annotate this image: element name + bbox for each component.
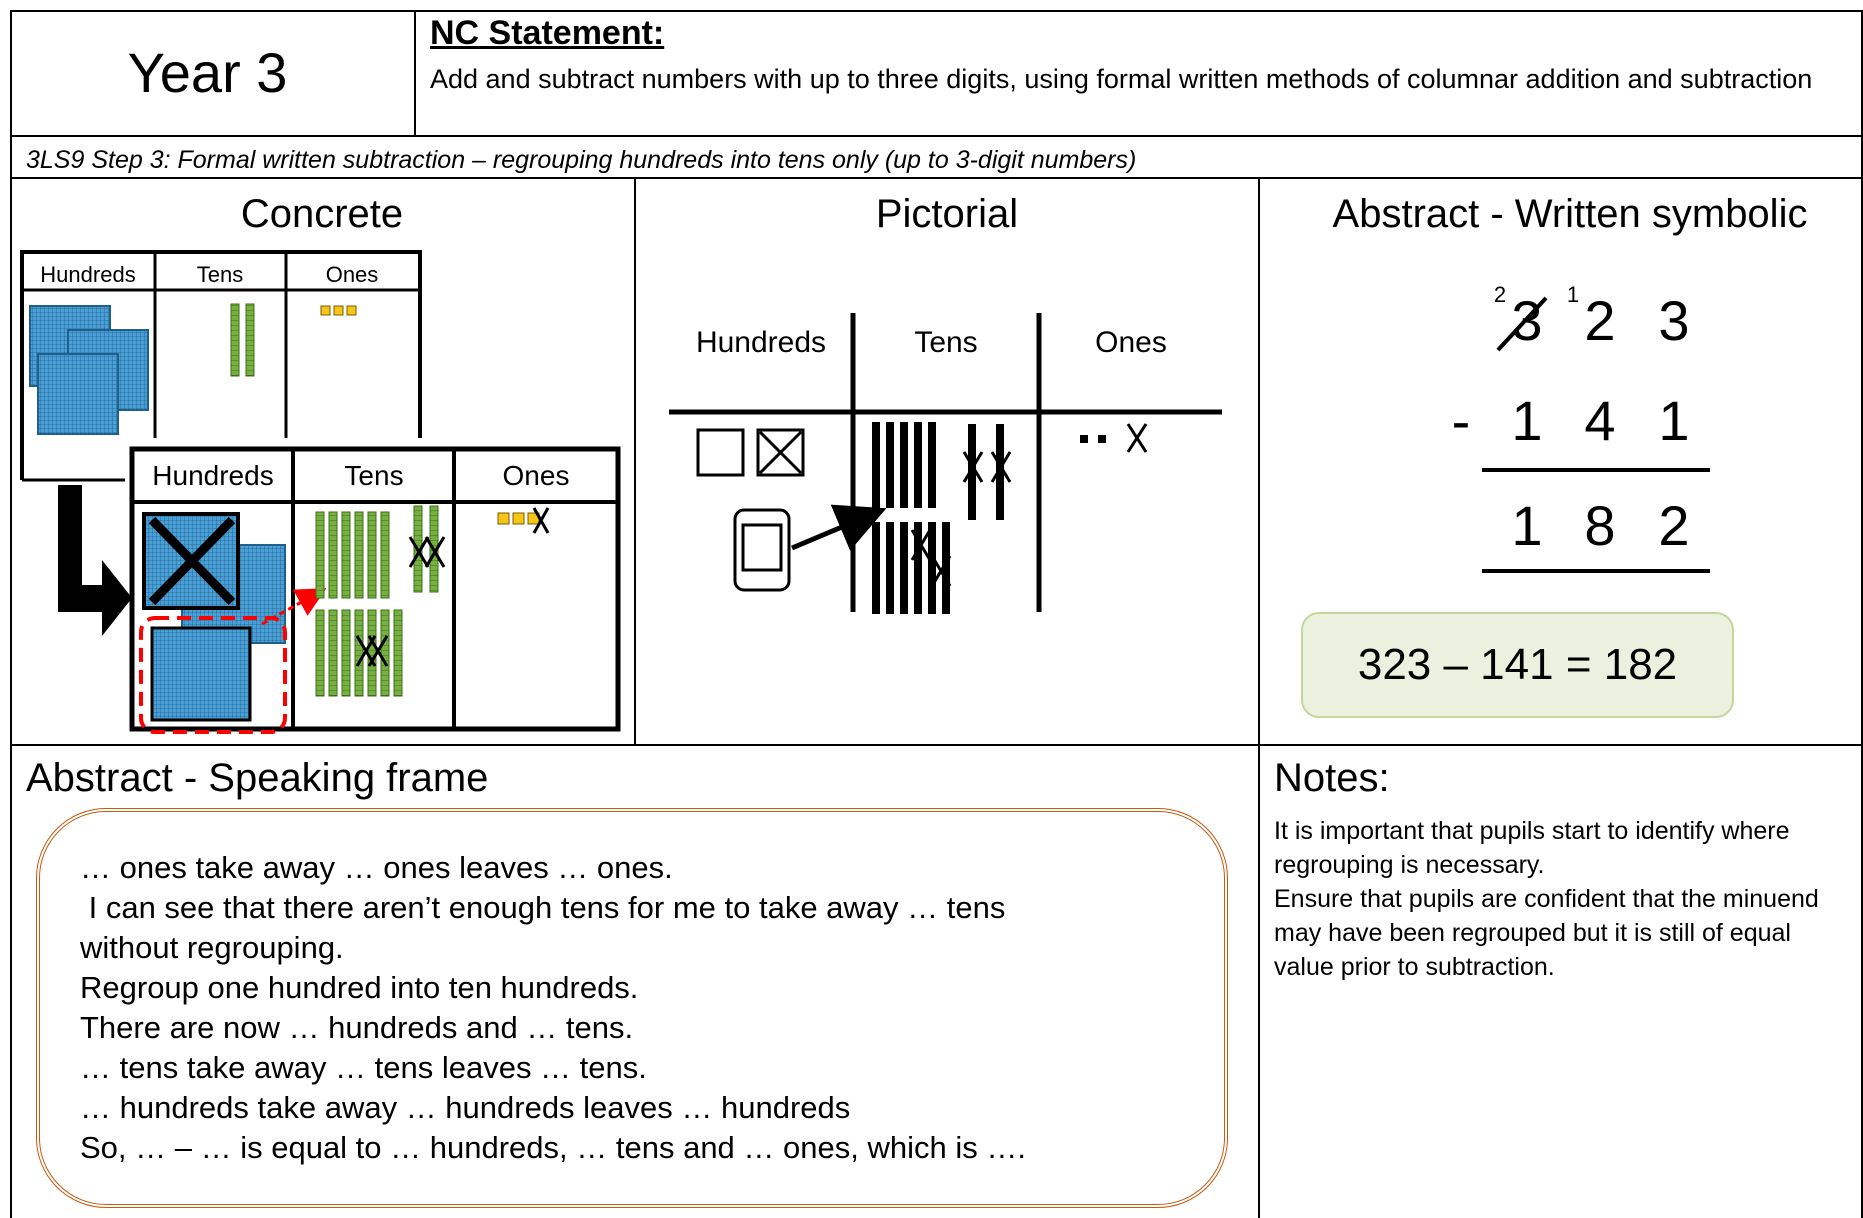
concrete-chart-before: Hundreds Tens Ones xyxy=(20,250,422,482)
concrete-before-hundreds-header: Hundreds xyxy=(40,262,135,287)
column-divider-2 xyxy=(1258,177,1260,1218)
concrete-after-tens-header: Tens xyxy=(344,460,403,491)
pictorial-illustration: Hundreds Tens Ones xyxy=(669,313,1222,614)
one-cube xyxy=(320,305,331,316)
answer-hundreds: 1 xyxy=(1511,494,1542,557)
minuend-tens: 2 xyxy=(1584,289,1615,352)
one-cube xyxy=(333,305,344,316)
nc-statement-title: NC Statement: xyxy=(430,14,665,52)
concrete-after-hundreds-header: Hundreds xyxy=(152,460,273,491)
one-cube xyxy=(497,512,510,525)
subtrahend-tens: 4 xyxy=(1584,389,1615,452)
minuend-ones: 3 xyxy=(1658,289,1689,352)
pictorial-hundreds-header: Hundreds xyxy=(696,326,826,359)
equation-box: 323 – 141 = 182 xyxy=(1301,612,1734,718)
table-border-left xyxy=(10,10,12,1218)
ten-rod xyxy=(230,303,240,377)
table-border-right xyxy=(1861,10,1863,1218)
regroup-highlight xyxy=(139,616,287,734)
table-border-top xyxy=(10,10,1863,12)
pictorial-one-crossed xyxy=(1126,423,1148,453)
concrete-title: Concrete xyxy=(240,192,404,236)
subtrahend-hundreds: 1 xyxy=(1511,389,1542,452)
regroup-arrow-icon xyxy=(261,588,327,626)
regroup-mark-hundreds: 2 xyxy=(1494,282,1506,307)
pictorial-ten-sticks xyxy=(872,422,1012,614)
speaking-frame-box xyxy=(36,808,1228,1208)
pictorial-one-dot xyxy=(1098,435,1106,443)
note-paragraph: Ensure that pupils are confident that th… xyxy=(1274,885,1819,981)
nc-statement-body: Add and subtract numbers with up to thre… xyxy=(430,64,1813,94)
header-divider xyxy=(414,10,416,136)
answer-tens: 8 xyxy=(1584,494,1615,557)
pictorial-hundred-square xyxy=(696,428,745,477)
table-border-middle xyxy=(10,744,1863,746)
step-title: 3LS9 Step 3: Formal written subtraction … xyxy=(26,146,1137,174)
speaking-line: … ones take away … ones leaves … ones. xyxy=(80,850,673,885)
pictorial-ones-header: Ones xyxy=(1095,326,1167,359)
abstract-written-title: Abstract - Written symbolic xyxy=(1332,192,1808,236)
speaking-line: … tens take away … tens leaves … tens. xyxy=(80,1050,647,1085)
regroup-mark-tens: 1 xyxy=(1567,282,1579,307)
note-paragraph: It is important that pupils start to ide… xyxy=(1274,817,1790,879)
concrete-before-ones-header: Ones xyxy=(326,262,379,287)
column-divider-1 xyxy=(634,177,636,745)
turn-arrow-icon xyxy=(58,485,132,636)
one-cube xyxy=(346,305,357,316)
regrouped-hundred-block xyxy=(150,626,252,722)
year-label: Year 3 xyxy=(127,41,288,104)
pictorial-one-dot xyxy=(1080,435,1088,443)
speaking-line: So, … – … is equal to … hundreds, … tens… xyxy=(80,1130,1026,1165)
pictorial-title: Pictorial xyxy=(875,192,1019,236)
speaking-line: without regrouping. xyxy=(80,930,344,965)
pictorial-regroup-arrow-icon xyxy=(791,504,887,551)
pictorial-tens-header: Tens xyxy=(914,326,977,359)
ten-rod xyxy=(245,303,255,377)
answer-ones: 2 xyxy=(1658,494,1689,557)
minus-sign: - xyxy=(1452,389,1471,452)
concrete-chart-after: Hundreds Tens Ones xyxy=(129,446,621,734)
ten-rods-group xyxy=(315,505,446,599)
speaking-line: I can see that there aren’t enough tens … xyxy=(80,890,1006,925)
speaking-line: … hundreds take away … hundreds leaves …… xyxy=(80,1090,851,1125)
ten-rods-group xyxy=(315,609,403,697)
notes-body: It is important that pupils start to ide… xyxy=(1274,814,1834,984)
one-cube xyxy=(512,512,525,525)
notes-title: Notes: xyxy=(1274,756,1390,800)
speaking-frame-title: Abstract - Speaking frame xyxy=(26,756,489,800)
written-calculation: 2 3 1 2 3 - 1 4 1 1 8 2 xyxy=(1452,282,1710,573)
subtrahend-ones: 1 xyxy=(1658,389,1689,452)
table-border-header xyxy=(10,135,1863,137)
hundred-block xyxy=(37,353,119,435)
table-border-step xyxy=(10,177,1863,179)
concrete-before-tens-header: Tens xyxy=(197,262,243,287)
speaking-line: Regroup one hundred into ten hundreds. xyxy=(80,970,639,1005)
speaking-line: There are now … hundreds and … tens. xyxy=(80,1010,634,1045)
concrete-after-ones-header: Ones xyxy=(503,460,570,491)
speaking-frame-text: … ones take away … ones leaves … ones. I… xyxy=(80,848,1180,1168)
